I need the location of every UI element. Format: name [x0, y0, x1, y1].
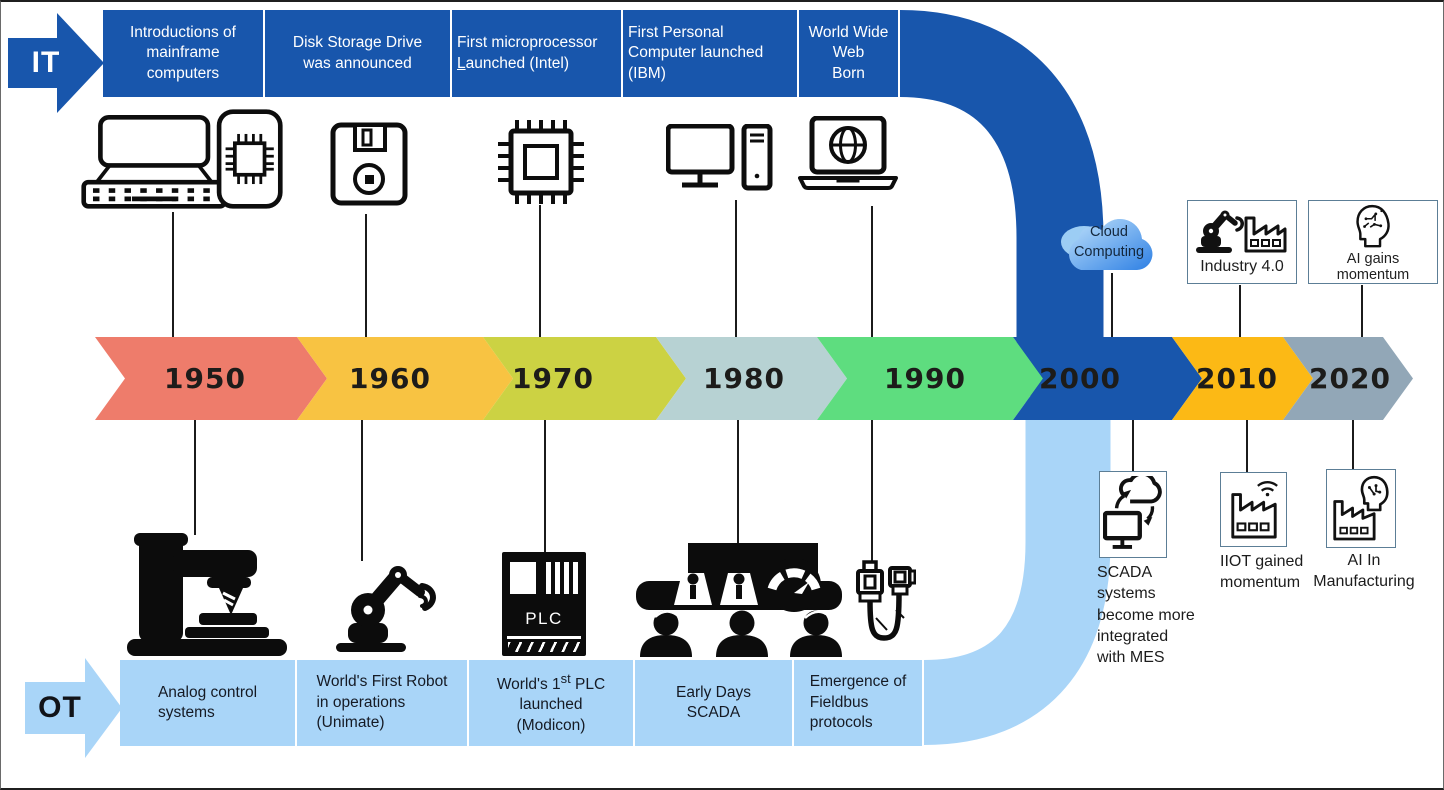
ai-momentum-label: AI gains momentum: [1336, 251, 1410, 283]
ai-head-icon: [1356, 204, 1390, 248]
label-part: launched (Modicon): [516, 696, 586, 734]
it-milestone-disk-storage: Disk Storage Drive was announced: [265, 10, 450, 97]
year-2000: 2000: [1039, 362, 1121, 395]
ot-arrow: [25, 658, 122, 758]
it-milestone-personal-computer: First Personal Computer launched (IBM): [623, 10, 797, 97]
cloud-computing-label: Cloud Computing: [1073, 224, 1145, 261]
desktop-pc-icon: [666, 124, 773, 191]
cloud-computing-icon: [1061, 218, 1153, 270]
iiot-caption: IIOT gained momentum: [1220, 553, 1304, 592]
fieldbus-cable-icon: [856, 560, 916, 641]
ot-milestone-label: World's 1st PLC launched (Modicon): [497, 670, 605, 737]
label-part: aunched (Intel): [465, 54, 570, 72]
factory-ai-head-icon: [1333, 475, 1389, 540]
chevron-2010: [1172, 337, 1313, 420]
ai-manufacturing-caption: AI In Manufacturing: [1313, 552, 1415, 591]
year-1970: 1970: [512, 362, 594, 395]
plc-device-text: PLC: [525, 609, 563, 628]
ot-milestone-fieldbus: Emergence of Fieldbus protocols: [794, 660, 922, 746]
it-milestone-label: First microprocessor Launched (Intel): [452, 33, 597, 74]
robot-arm-icon: [336, 566, 436, 652]
label-superscript: st: [560, 670, 571, 686]
ot-milestone-label: World's First Robot in operations (Unima…: [316, 673, 448, 732]
label-part-underlined: L: [457, 54, 466, 72]
ot-milestone-label: Emergence of Fieldbus protocols: [809, 673, 907, 732]
scada-control-room-icon: [636, 543, 842, 657]
label-part: World's 1: [496, 675, 561, 693]
ot-milestone-scada: Early Days SCADA: [635, 660, 792, 746]
ot-milestone-label: Analog control systems: [157, 683, 258, 721]
ai-momentum-card: AI gains momentum: [1308, 200, 1438, 284]
year-1950: 1950: [164, 362, 246, 395]
plc-terminal-stripes: [508, 642, 580, 652]
it-milestone-label: First Personal Computer launched (IBM): [628, 23, 764, 82]
it-milestone-microprocessor: First microprocessor Launched (Intel): [452, 10, 621, 97]
ot-milestone-label: Early Days SCADA: [676, 683, 751, 721]
ot-milestone-unimate: World's First Robot in operations (Unima…: [297, 660, 467, 746]
scada-mes-caption: SCADA systems become more integrated wit…: [1097, 564, 1195, 667]
industry-40-card: Industry 4.0: [1187, 200, 1297, 284]
label-part: First microprocessor: [457, 34, 598, 52]
ot-band-curve: [922, 398, 1111, 745]
ai-manufacturing-card: [1326, 469, 1396, 548]
it-arrow: [8, 13, 104, 113]
ot-track-label: OT: [38, 691, 82, 724]
plc-display-window: [510, 562, 536, 594]
year-1990: 1990: [884, 362, 966, 395]
year-2010: 2010: [1196, 362, 1278, 395]
scada-mes-card: [1099, 471, 1167, 558]
it-milestone-label: Introductions of mainframe computers: [130, 23, 236, 82]
industry-40-label: Industry 4.0: [1200, 258, 1284, 275]
plc-icon: PLC: [502, 552, 586, 656]
ot-milestone-analog: Analog control systems: [120, 660, 295, 746]
microprocessor-icon: [498, 120, 584, 204]
iiot-card: [1220, 472, 1287, 547]
chevron-2020: [1283, 337, 1413, 420]
it-milestone-mainframe: Introductions of mainframe computers: [103, 10, 263, 97]
chevron-1950: [95, 337, 327, 420]
it-track-label: IT: [31, 46, 61, 79]
ot-milestone-plc: World's 1st PLC launched (Modicon): [469, 660, 633, 746]
chevron-1980: [656, 337, 847, 420]
it-band-curve: [898, 10, 1104, 396]
floppy-disk-icon: [330, 122, 408, 206]
chevron-1990: [817, 337, 1043, 420]
label-part: PLC: [570, 675, 606, 693]
it-milestone-label: World Wide Web Born: [808, 23, 889, 82]
milling-machine-icon: [127, 533, 287, 656]
year-1980: 1980: [703, 362, 785, 395]
chevron-2000: [1013, 337, 1202, 420]
it-milestone-label: Disk Storage Drive was announced: [292, 34, 423, 72]
robot-and-factory-icon: [1196, 210, 1287, 253]
connector-lines: [172, 200, 1363, 561]
year-1960: 1960: [349, 362, 431, 395]
scada-cloud-sync-icon: [1103, 475, 1162, 549]
it-milestone-www: World Wide Web Born: [799, 10, 898, 97]
year-2020: 2020: [1309, 362, 1391, 395]
mainframe-and-chip-icon: [81, 109, 283, 209]
laptop-globe-icon: [798, 116, 898, 190]
chevron-1960: [297, 337, 513, 420]
chevron-1970: [483, 337, 686, 420]
factory-wifi-icon: [1230, 480, 1278, 538]
